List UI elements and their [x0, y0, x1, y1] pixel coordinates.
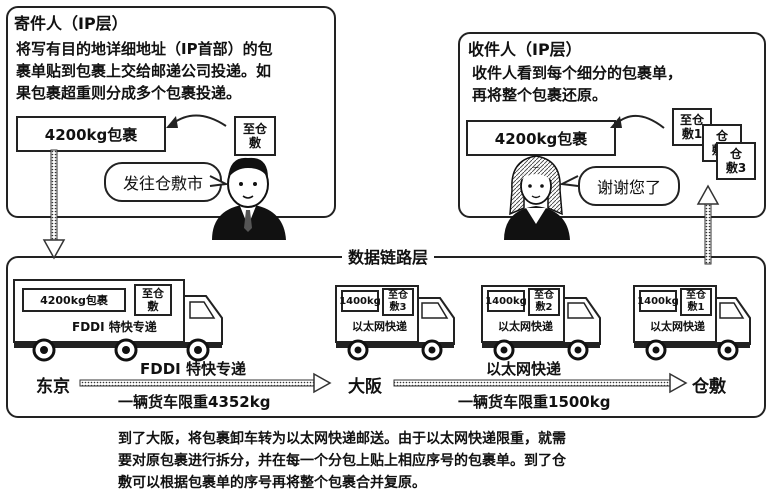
route-2-limit: 一辆货车限重1500kg [458, 393, 611, 411]
truck-eth-2-sticker: 至仓 敷2 [528, 288, 560, 316]
truck-eth-1-cargo: 1400kg [339, 290, 381, 312]
sender-bubble-tail [209, 175, 230, 187]
truck-eth-1-side-label: 以太网快递 [352, 320, 407, 333]
truck-eth-3-cargo: 1400kg [637, 290, 679, 312]
truck-eth-2-cargo: 1400kg [485, 290, 527, 312]
city-kurashiki: 仓敷 [692, 377, 726, 397]
sender-speech-bubble: 发往仓敷市 [104, 162, 222, 202]
sender-package: 4200kg包裹 [16, 116, 166, 152]
route-1-name: FDDI 特快专递 [140, 360, 246, 378]
route-arrow-tokyo-osaka [79, 372, 332, 394]
sender-speech-text: 发往仓敷市 [122, 174, 203, 193]
receiver-woman-figure [504, 155, 570, 240]
city-osaka: 大阪 [348, 377, 382, 397]
sender-title: 寄件人（IP层） [14, 14, 128, 33]
up-arrow [696, 184, 720, 265]
city-tokyo: 东京 [36, 377, 70, 397]
caption-line-3: 敷可以根据包裹单的序号再将整个包裹合并复原。 [118, 475, 426, 491]
receiver-package: 4200kg包裹 [466, 120, 616, 156]
sender-line-1: 将写有目的地详细地址（IP首部）的包 [16, 40, 273, 58]
receiver-sticker-3: 仓 敷3 [716, 142, 756, 180]
truck-eth-3-side-label: 以太网快递 [650, 320, 705, 333]
caption-line-1: 到了大阪，将包裹卸车转为以太网快递邮送。由于以太网快递限重，就需 [118, 431, 566, 447]
route-arrow-osaka-kurashiki [393, 372, 688, 394]
caption-line-2: 要对原包裹进行拆分，并在每一个分包上贴上相应序号的包裹单。到了仓 [118, 453, 566, 469]
sender-panel: 寄件人（IP层） 将写有目的地详细地址（IP首部）的包 裹单贴到包裹上交给邮递公… [6, 6, 336, 218]
truck-eth-3-cargo-label: 1400kg [637, 295, 679, 307]
truck-eth-3-sticker: 至仓 敷1 [680, 288, 712, 316]
truck-eth-1-cargo-label: 1400kg [339, 295, 381, 307]
truck-fddi-sticker: 至仓 敷 [134, 284, 172, 316]
sender-line-2: 裹单贴到包裹上交给邮递公司投递。如 [16, 62, 272, 80]
sender-attach-arrow [171, 114, 227, 127]
receiver-line-2: 再将整个包裹还原。 [472, 86, 608, 104]
sender-man-figure [212, 157, 286, 240]
receiver-bubble-tail [558, 175, 579, 187]
route-1-limit: 一辆货车限重4352kg [118, 393, 271, 411]
truck-eth-1-sticker: 至仓 敷3 [382, 288, 414, 316]
truck-fddi-cargo: 4200kg包裹 [22, 288, 126, 312]
sender-line-3: 果包裹超重则分成多个包裹投递。 [16, 84, 242, 102]
route-2-name: 以太网快递 [486, 360, 562, 378]
truck-eth-2-cargo-label: 1400kg [485, 295, 527, 307]
down-arrow [42, 149, 66, 260]
sender-sticker: 至仓 敷 [234, 116, 276, 156]
receiver-restore-arrowhead [610, 116, 622, 128]
datalink-title: 数据链路层 [342, 244, 435, 268]
receiver-title: 收件人（IP层） [468, 40, 582, 59]
receiver-package-label: 4200kg包裹 [494, 129, 588, 148]
sender-package-label: 4200kg包裹 [44, 125, 138, 144]
receiver-restore-arrow [615, 115, 665, 129]
receiver-line-1: 收件人看到每个细分的包裹单， [472, 64, 683, 82]
sender-attach-arrowhead [166, 116, 178, 128]
receiver-speech-text: 谢谢您了 [596, 178, 661, 197]
truck-fddi-cargo-label: 4200kg包裹 [40, 294, 108, 307]
truck-eth-2-side-label: 以太网快递 [498, 320, 553, 333]
truck-fddi-side-label: FDDI 特快专递 [72, 320, 157, 334]
receiver-speech-bubble: 谢谢您了 [578, 166, 680, 206]
